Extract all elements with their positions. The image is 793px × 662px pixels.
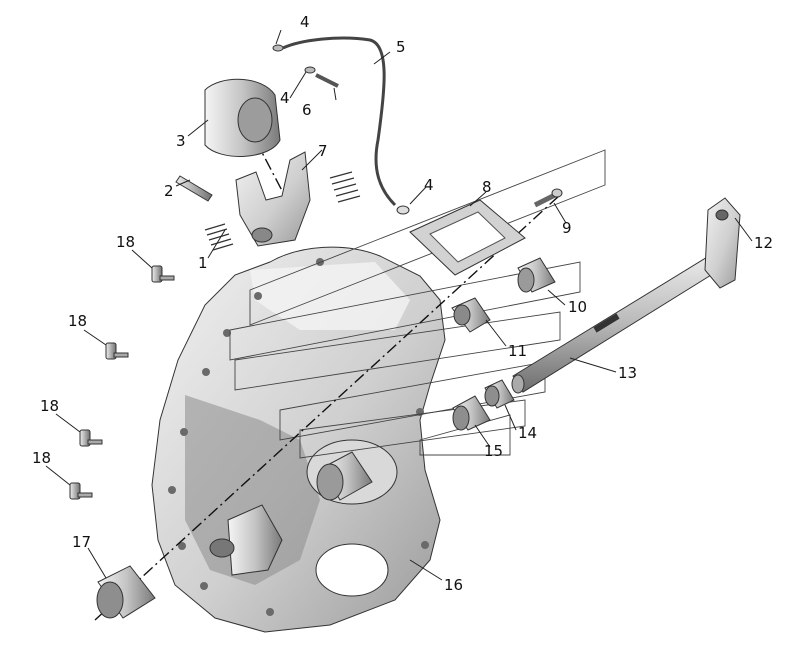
spring-part-1 [204,171,361,251]
screw-part-9 [533,188,563,208]
gasket-part-8 [409,199,526,276]
callout-10: 10 [568,298,587,316]
callout-11: 11 [508,342,527,360]
bolt-part-18 [79,429,103,447]
bushing-part-15 [452,395,491,431]
callout-13: 13 [618,364,637,382]
housing-bushing [316,451,373,501]
callout-2: 2 [164,182,174,200]
sleeve-part-11 [451,297,491,333]
callout-14: 14 [518,424,537,442]
bolt-part-18 [69,482,93,500]
callout-1: 1 [198,254,208,272]
callout-16: 16 [444,576,463,594]
callout-6: 6 [302,101,312,119]
callout-18-a: 18 [116,233,135,251]
bolt-part-18 [151,265,175,283]
cable-part-5 [272,36,410,215]
callout-4-right: 4 [424,176,434,194]
callout-17: 17 [72,533,91,551]
ring-part-3 [204,78,281,157]
bushing-part-10 [517,257,556,293]
callout-labels: 1 2 3 4 4 4 5 6 7 8 9 10 11 12 13 14 15 … [32,13,773,594]
callout-5: 5 [396,38,406,56]
callout-18-c: 18 [40,397,59,415]
assembly-axis-main [94,194,561,621]
callout-12: 12 [754,234,773,252]
callout-15: 15 [484,442,503,460]
bushing-part-14 [484,379,515,409]
callout-3: 3 [176,132,186,150]
leader-lines [45,29,753,581]
callout-18-b: 18 [68,312,87,330]
fork-part-7 [235,151,311,247]
callout-18-d: 18 [32,449,51,467]
pin-part-2 [175,175,213,202]
callout-4-mid: 4 [280,89,290,107]
callout-7: 7 [318,142,328,160]
lever-part-12 [704,197,741,289]
callout-4-top: 4 [300,13,310,31]
bolt-part-18 [105,342,129,360]
housing-part-16 [151,246,446,633]
callout-9: 9 [562,219,572,237]
bushing-part-17 [96,565,156,619]
callout-8: 8 [482,178,492,196]
alignment-frames [229,149,606,459]
